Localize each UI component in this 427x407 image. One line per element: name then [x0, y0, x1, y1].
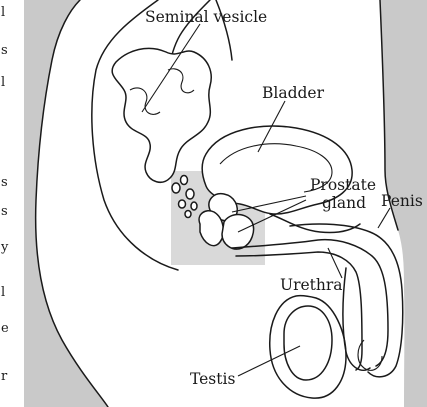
label-testis: Testis: [190, 370, 235, 388]
margin-fragment: l: [1, 75, 5, 90]
margin-fragment: r: [1, 369, 8, 384]
label-urethra: Urethra: [280, 276, 343, 294]
margin-fragment: s: [1, 175, 8, 190]
prostate-lobe-right: [222, 215, 254, 250]
label-bladder: Bladder: [262, 84, 325, 102]
margin-text-fragments: l s l s s y l e r: [0, 5, 9, 384]
margin-fragment: s: [1, 43, 8, 58]
label-prostate-line1: Prostate: [310, 176, 376, 194]
margin-fragment: l: [1, 5, 5, 20]
margin-fragment: s: [1, 204, 8, 219]
label-penis: Penis: [381, 192, 423, 210]
pubic-line: [270, 214, 360, 233]
label-prostate-line2: gland: [322, 194, 366, 212]
penis-underside: [343, 268, 370, 370]
margin-fragment: e: [1, 321, 9, 336]
margin-fragment: l: [1, 285, 5, 300]
label-seminal-vesicle: Seminal vesicle: [145, 8, 267, 26]
margin-fragment: y: [0, 240, 9, 255]
seminal-vesicle-shape: [112, 48, 211, 182]
testis-shape: [284, 306, 332, 380]
